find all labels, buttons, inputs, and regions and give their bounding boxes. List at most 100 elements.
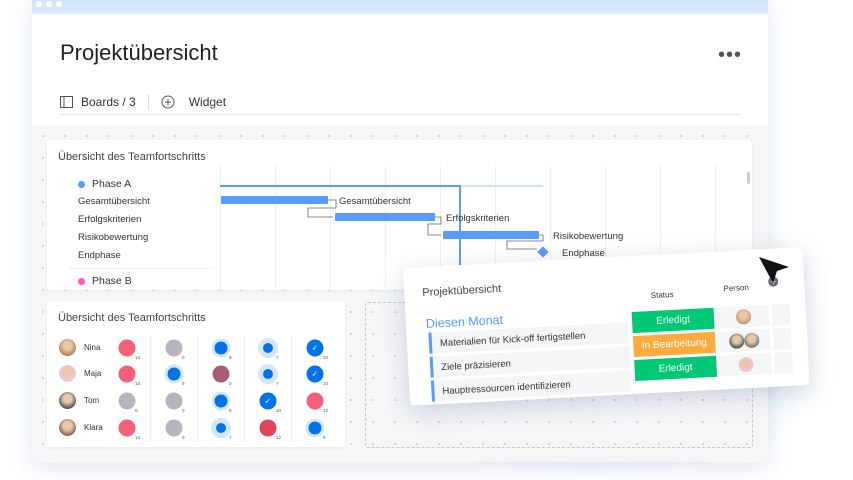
board-title: Projektübersicht xyxy=(422,282,502,300)
group-title[interactable]: Diesen Monat xyxy=(425,312,504,331)
status-cell[interactable]: Erledigt xyxy=(634,355,718,382)
avatar xyxy=(728,333,745,350)
count-label: 9 xyxy=(182,381,185,386)
status-cell[interactable]: In Bearbeitung xyxy=(632,331,716,358)
status-blue-circle[interactable] xyxy=(214,341,228,355)
status-pink-circle[interactable] xyxy=(118,365,136,383)
avatar xyxy=(735,308,751,325)
boards-button[interactable]: Boards / 3 xyxy=(81,95,136,109)
task-label: Endphase xyxy=(78,250,121,261)
count-label: 9 xyxy=(229,355,232,360)
avatar xyxy=(59,419,76,436)
status-pink-circle[interactable] xyxy=(118,339,136,357)
person-row: Tom xyxy=(59,392,99,409)
count-label: 7 xyxy=(276,355,279,360)
count-label: 0 xyxy=(135,408,138,413)
person-cell[interactable] xyxy=(717,328,771,353)
person-name: Tom xyxy=(84,396,100,405)
status-blue-small-circle[interactable] xyxy=(216,423,226,433)
avatar xyxy=(59,392,76,409)
status-check-circle[interactable]: ✓ xyxy=(306,365,324,383)
cursor-arrow-icon xyxy=(759,257,789,283)
person-row: Klara xyxy=(59,419,103,436)
count-label: 13 xyxy=(135,435,141,440)
avatar xyxy=(737,356,754,373)
status-blue-small-circle[interactable] xyxy=(263,369,273,379)
task-label: Risikobewertung xyxy=(78,232,149,243)
app-window: Projektübersicht ••• Boards / 3 Widget Ü… xyxy=(32,0,768,462)
boards-icon xyxy=(60,96,73,108)
bar-label: Risikobewertung xyxy=(553,231,624,242)
window-dot[interactable] xyxy=(56,1,62,7)
dashboard-canvas: Übersicht des Teamfortschritts Phase A G… xyxy=(32,125,768,462)
phase-b-dot xyxy=(78,278,85,285)
widget-title: Übersicht des Teamfortschritts xyxy=(58,151,206,163)
count-label: 12 xyxy=(323,408,329,413)
divider xyxy=(60,114,740,115)
count-label: 10 xyxy=(276,408,282,413)
status-check-circle[interactable]: ✓ xyxy=(306,339,324,357)
person-name: Maja xyxy=(84,369,102,378)
phase-a-label[interactable]: Phase A xyxy=(92,178,132,190)
window-dot[interactable] xyxy=(36,1,42,7)
toolbar: Boards / 3 Widget xyxy=(60,94,226,110)
count-label: 0 xyxy=(229,381,232,386)
count-label: 10 xyxy=(323,381,329,386)
titlebar xyxy=(32,0,768,14)
status-blue-circle[interactable] xyxy=(167,367,181,381)
status-pink-circle[interactable] xyxy=(118,419,136,437)
page-title: Projektübersicht xyxy=(60,40,218,65)
add-circle-icon[interactable] xyxy=(161,95,175,109)
gantt-bar[interactable] xyxy=(443,231,539,239)
status-cell[interactable]: Erledigt xyxy=(631,307,715,334)
status-gray-circle[interactable] xyxy=(118,392,136,410)
avatar xyxy=(743,332,760,349)
more-menu-button[interactable]: ••• xyxy=(717,44,742,66)
add-widget-button[interactable]: Widget xyxy=(188,95,227,109)
count-label: 13 xyxy=(135,381,141,386)
count-label: 9 xyxy=(323,435,326,440)
count-label: 0 xyxy=(182,435,185,440)
gantt-bar[interactable] xyxy=(335,213,435,221)
avatar xyxy=(59,365,76,382)
status-check-circle[interactable]: ✓ xyxy=(259,392,277,410)
status-gray-circle[interactable] xyxy=(165,339,183,357)
phase-a-dot xyxy=(78,181,85,188)
status-blue-circle[interactable] xyxy=(308,421,322,435)
count-label: 7 xyxy=(229,435,232,440)
status-gray-circle[interactable] xyxy=(165,419,183,437)
column-header-status: Status xyxy=(650,289,674,301)
status-blue-small-circle[interactable] xyxy=(263,343,273,353)
status-maroon-circle[interactable] xyxy=(212,365,230,383)
count-label: 7 xyxy=(276,381,279,386)
status-blue-circle[interactable] xyxy=(214,394,228,408)
phase-a-timeline xyxy=(220,185,460,187)
bar-label: Endphase xyxy=(562,248,605,259)
person-cell[interactable] xyxy=(716,304,770,329)
dependency-arrows xyxy=(307,199,544,250)
person-row: Nina xyxy=(59,339,100,356)
status-red-circle[interactable] xyxy=(259,419,277,437)
count-label: 9 xyxy=(229,408,232,413)
count-label: 0 xyxy=(182,355,185,360)
status-pink-circle[interactable] xyxy=(306,392,324,410)
empty-cell[interactable] xyxy=(771,303,791,326)
person-cell[interactable] xyxy=(719,352,773,377)
person-name: Klara xyxy=(84,423,103,432)
gantt-bar[interactable] xyxy=(221,196,328,204)
status-gray-circle[interactable] xyxy=(165,392,183,410)
divider xyxy=(147,94,149,110)
count-label: 0 xyxy=(182,408,185,413)
scrollbar[interactable] xyxy=(747,172,750,184)
count-label: 12 xyxy=(276,435,282,440)
window-dot[interactable] xyxy=(46,1,52,7)
floating-board-card[interactable]: Projektübersicht Status Person + Diesen … xyxy=(403,247,810,406)
person-row: Maja xyxy=(59,365,101,382)
empty-cell[interactable] xyxy=(773,351,794,374)
avatar xyxy=(59,339,76,356)
task-label: Erfolgskriterien xyxy=(78,214,142,225)
empty-cell[interactable] xyxy=(772,327,792,350)
phase-b-label[interactable]: Phase B xyxy=(92,275,132,287)
bar-label: Gesamtübersicht xyxy=(339,196,411,207)
